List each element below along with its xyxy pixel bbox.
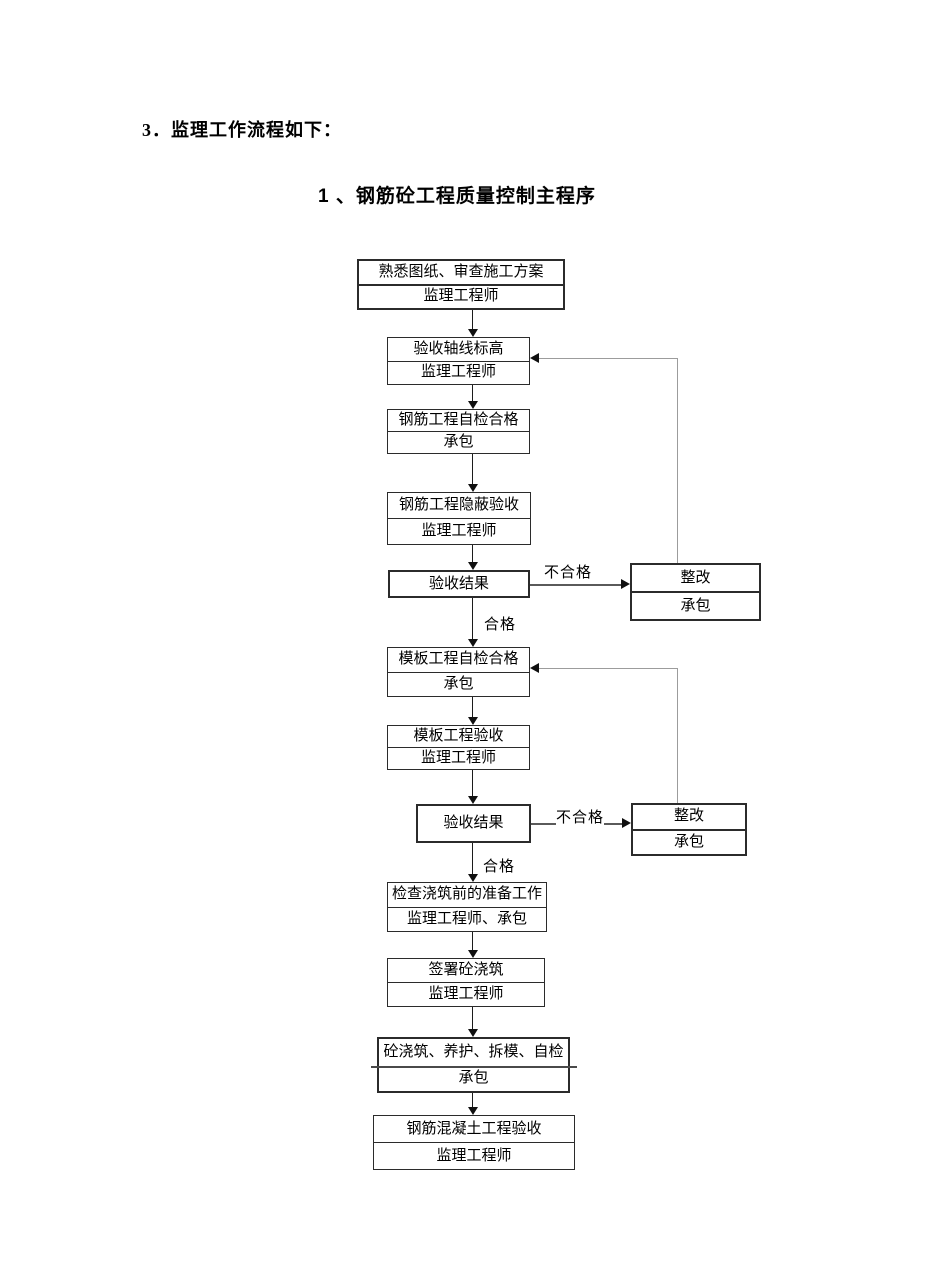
loop-line-2-vertical — [677, 668, 678, 803]
node-role: 承包 — [632, 591, 759, 619]
node-task: 验收轴线标高 — [413, 340, 504, 357]
connector-line — [472, 1007, 473, 1030]
flow-node-acceptance-result-2: 验收结果 — [416, 804, 531, 843]
node-task: 钢筋工程自检合格 — [398, 412, 519, 428]
node-task: 验收结果 — [443, 815, 504, 831]
flow-node-rectify-1: 整改 承包 — [630, 563, 761, 621]
node-role: 监理工程师 — [388, 360, 529, 385]
section-heading: 3．监理工作流程如下： — [142, 120, 342, 140]
node-task: 签署砼浇筑 — [428, 962, 504, 978]
diagram-title: 1 、钢筋砼工程质量控制主程序 — [318, 186, 596, 207]
connector-line — [472, 770, 473, 797]
node-role: 监理工程师 — [388, 518, 530, 544]
connector-line — [472, 598, 473, 640]
flow-node-axis-elevation-acceptance: 验收轴线标高 监理工程师 — [387, 337, 530, 385]
flow-node-pour-cure-strip-check: 砼浇筑、养护、拆模、自检 承包 — [377, 1037, 570, 1093]
connector-line — [472, 545, 473, 563]
arrow-down-icon — [468, 562, 478, 570]
flow-node-rebar-concealed-acceptance: 钢筋工程隐蔽验收 监理工程师 — [387, 492, 531, 545]
arrow-down-icon — [468, 717, 478, 725]
flow-node-pre-pour-check: 检查浇筑前的准备工作 监理工程师、承包 — [387, 882, 547, 932]
loop-line-1-vertical — [677, 358, 678, 563]
node-task: 整改 — [673, 808, 704, 825]
node-role: 承包 — [633, 828, 745, 855]
connector-line — [472, 310, 473, 330]
edge-label-pass-1: 合格 — [484, 613, 517, 634]
arrow-down-icon — [468, 329, 478, 337]
loop-line-2-horizontal — [538, 668, 678, 669]
node-task: 熟悉图纸、审查施工方案 — [378, 263, 544, 280]
arrow-right-icon — [622, 818, 631, 828]
node-role: 承包 — [388, 671, 529, 697]
edge-label-fail-1: 不合格 — [544, 561, 593, 582]
edge-label-fail-2: 不合格 — [556, 806, 605, 827]
loop-line-1-horizontal — [538, 358, 678, 359]
flow-node-sign-pour-approval: 签署砼浇筑 监理工程师 — [387, 958, 545, 1007]
node-task: 砼浇筑、养护、拆模、自检 — [383, 1043, 564, 1060]
connector-line — [472, 1093, 473, 1108]
arrow-down-icon — [468, 950, 478, 958]
connector-line — [472, 385, 473, 402]
arrow-down-icon — [468, 874, 478, 882]
arrow-down-icon — [468, 401, 478, 409]
node-task: 整改 — [680, 569, 711, 586]
node-role: 监理工程师 — [374, 1142, 574, 1169]
flow-node-formwork-acceptance: 模板工程验收 监理工程师 — [387, 725, 530, 770]
edge-label-pass-2: 合格 — [483, 855, 516, 876]
arrow-down-icon — [468, 484, 478, 492]
connector-line — [472, 454, 473, 485]
flow-node-formwork-self-check: 模板工程自检合格 承包 — [387, 647, 530, 697]
node-task: 钢筋混凝土工程验收 — [406, 1120, 542, 1137]
connector-line — [472, 932, 473, 951]
arrow-down-icon — [468, 639, 478, 647]
arrow-left-icon — [530, 663, 539, 673]
flow-node-rc-works-acceptance: 钢筋混凝土工程验收 监理工程师 — [373, 1115, 575, 1170]
arrow-right-icon — [621, 579, 630, 589]
node-divider-line — [371, 1066, 577, 1068]
arrow-down-icon — [468, 1107, 478, 1115]
arrow-down-icon — [468, 796, 478, 804]
node-role: 承包 — [388, 431, 529, 453]
node-task: 钢筋工程隐蔽验收 — [398, 497, 519, 513]
flow-node-acceptance-result-1: 验收结果 — [388, 570, 530, 598]
flow-node-rectify-2: 整改 承包 — [631, 803, 747, 856]
node-role: 监理工程师 — [388, 982, 544, 1006]
fail-branch-line-1 — [530, 584, 621, 586]
connector-line — [472, 843, 473, 875]
node-role: 监理工程师 — [388, 747, 529, 769]
node-role: 承包 — [458, 1069, 489, 1086]
arrow-down-icon — [468, 1029, 478, 1037]
node-role: 监理工程师、承包 — [388, 906, 546, 932]
arrow-left-icon — [530, 353, 539, 363]
node-task: 检查浇筑前的准备工作 — [391, 886, 542, 903]
node-task: 模板工程验收 — [413, 728, 504, 744]
node-role: 监理工程师 — [359, 283, 563, 309]
node-task: 模板工程自检合格 — [398, 651, 519, 668]
flow-node-review-drawings: 熟悉图纸、审查施工方案 监理工程师 — [357, 259, 565, 310]
node-task: 验收结果 — [428, 575, 489, 592]
flow-node-rebar-self-check: 钢筋工程自检合格 承包 — [387, 409, 530, 454]
connector-line — [472, 697, 473, 718]
